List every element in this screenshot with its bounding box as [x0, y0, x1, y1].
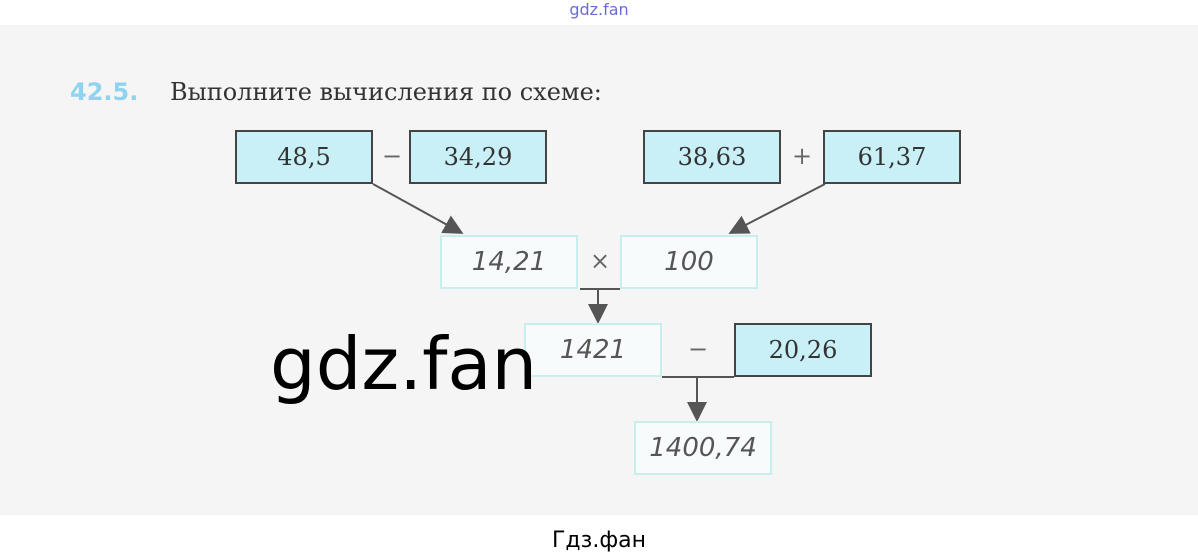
operand-box: 20,26 [734, 323, 872, 377]
answer-box: 100 [620, 235, 758, 289]
answer-box: 14,21 [440, 235, 578, 289]
minus-sign: − [382, 142, 403, 170]
operand-box: 38,63 [643, 130, 781, 184]
operand-box: 34,29 [409, 130, 547, 184]
task-number: 42.5. [70, 78, 139, 106]
operand-box: 48,5 [235, 130, 373, 184]
page-background [0, 25, 1198, 515]
header-watermark: gdz.fan [569, 0, 629, 19]
minus-sign: − [688, 335, 709, 363]
watermark: gdz.fan [270, 322, 538, 406]
footer-text: Гдз.фан [552, 528, 646, 553]
task-text: Выполните вычисления по схеме: [170, 78, 602, 106]
plus-sign: + [792, 142, 813, 170]
answer-box: 1421 [524, 323, 662, 377]
times-sign: × [590, 247, 611, 275]
result-box: 1400,74 [634, 421, 772, 475]
operand-box: 61,37 [823, 130, 961, 184]
